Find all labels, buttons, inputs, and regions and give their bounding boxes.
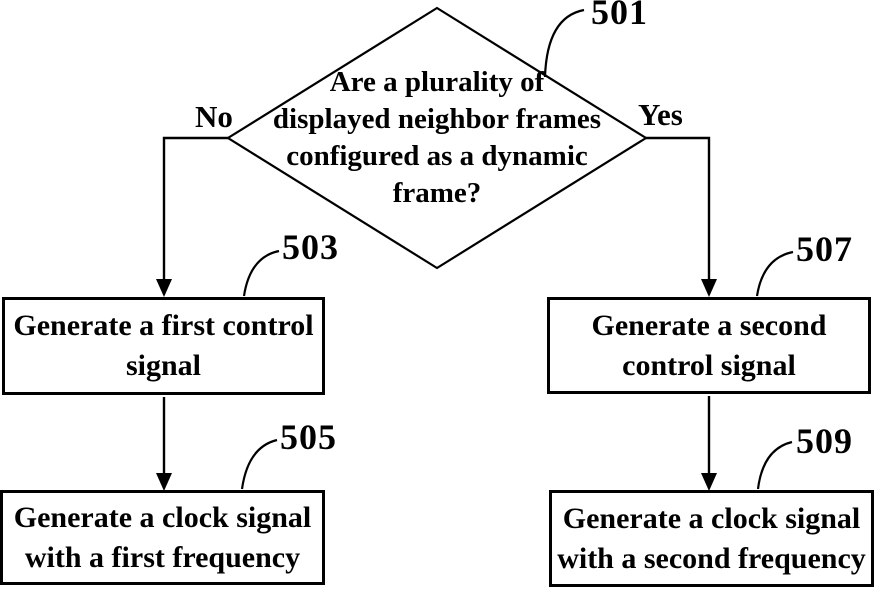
process-box-505-line: with a first frequency: [24, 540, 301, 574]
ref-label-503: 503: [282, 227, 339, 267]
ref-label-509: 509: [796, 421, 853, 461]
leader-line-501: [543, 8, 585, 78]
leader-line-509: [756, 440, 793, 490]
connector-no-branch: [162, 136, 228, 281]
process-box-503-line: signal: [125, 349, 202, 382]
leader-line-505: [240, 438, 278, 490]
decision-diamond-outline: [225, 6, 649, 270]
leader-line-503: [242, 249, 280, 297]
connector-yes-branch: [646, 136, 711, 281]
process-box-503: Generate a first control signal: [2, 297, 325, 395]
arrowhead-into-box-505: [156, 473, 172, 491]
process-box-509-line: Generate a clock signal: [562, 501, 861, 535]
decision-text: Are a plurality of displayed neighbor fr…: [252, 64, 622, 212]
decision-text-line: Are a plurality of: [329, 66, 545, 98]
arrowhead-into-box-507: [701, 279, 717, 297]
ref-label-507: 507: [796, 229, 853, 269]
process-box-507: Generate a second control signal: [547, 297, 871, 394]
branch-label-yes: Yes: [638, 97, 683, 132]
ref-label-505: 505: [280, 417, 337, 457]
process-box-509-line: with a second frequency: [557, 541, 866, 575]
arrowhead-into-box-509: [701, 473, 717, 491]
branch-label-no: No: [195, 99, 233, 134]
decision-text-line: frame?: [392, 177, 482, 209]
decision-text-line: displayed neighbor frames: [272, 103, 602, 135]
process-box-507-line: Generate a second: [591, 308, 827, 342]
process-box-505: Generate a clock signal with a first fre…: [0, 490, 325, 585]
decision-text-line: configured as a dynamic: [286, 140, 588, 172]
ref-label-501: 501: [591, 0, 648, 32]
process-box-509: Generate a clock signal with a second fr…: [549, 490, 874, 587]
process-box-507-line: control signal: [622, 348, 796, 382]
process-box-505-line: Generate a clock signal: [13, 500, 312, 534]
arrowhead-into-box-503: [156, 279, 172, 297]
leader-line-507: [755, 250, 794, 297]
process-box-503-line: Generate a first control: [13, 309, 314, 342]
